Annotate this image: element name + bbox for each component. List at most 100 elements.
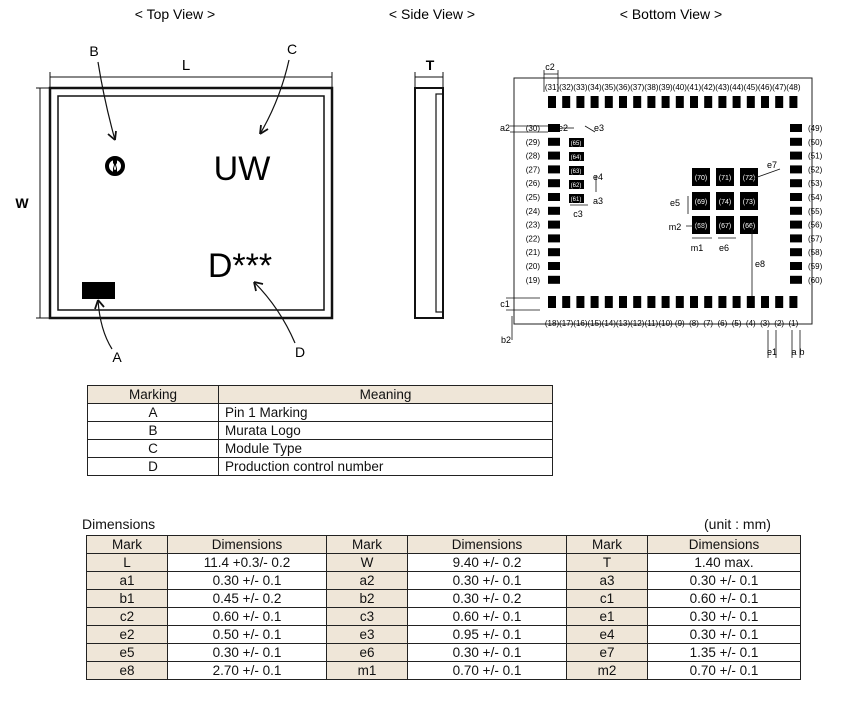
dimension-cell: 0.30 +/- 0.1 [407, 571, 567, 590]
dimension-cell: 0.30 +/- 0.1 [167, 571, 327, 590]
pin-label: (5) [732, 319, 742, 328]
pin-label: (64) [571, 155, 582, 161]
dimension-cell: 0.30 +/- 0.2 [407, 589, 567, 608]
mark-cell: a2 [326, 571, 408, 590]
inner-pad [569, 138, 584, 147]
table-row: B Murata Logo [87, 421, 553, 440]
pin-label: (47) [772, 83, 787, 92]
pad [562, 296, 571, 308]
mark-cell: e8 [86, 661, 168, 680]
pin-label: (10) [658, 319, 673, 328]
pad [790, 179, 802, 188]
dim-label-e8: e8 [755, 259, 765, 269]
pin-label: (24) [526, 207, 541, 216]
pin-label: (28) [526, 152, 541, 161]
pin-label: (20) [526, 262, 541, 271]
dim-label-a3: a3 [593, 196, 603, 206]
pin-label: (31) [545, 83, 560, 92]
pad [604, 96, 613, 108]
dim-label-e3: e3 [594, 123, 604, 133]
pad [633, 96, 642, 108]
pad [790, 193, 802, 201]
pin-label: (4) [746, 319, 756, 328]
mark-cell: e6 [326, 643, 408, 662]
dimensions-header-row: Mark Dimensions Mark Dimensions Mark Dim… [86, 535, 801, 554]
pin-label: (9) [675, 319, 685, 328]
bottom-view: (31)(32)(33)(34)(35)(36)(37)(38)(39)(40)… [500, 62, 823, 358]
marking-cell: A [87, 403, 219, 422]
center-pad [740, 216, 758, 234]
module-type-mark: UW [214, 150, 271, 188]
pad [790, 248, 802, 257]
marking-table: Marking Meaning A Pin 1 Marking B Murata… [87, 385, 553, 476]
pin-label: (68) [695, 223, 707, 230]
pin-label: (23) [526, 221, 541, 230]
pin-label: (55) [808, 207, 823, 216]
murata-logo: M [105, 156, 125, 176]
pin-label: (66) [743, 223, 755, 230]
pad [548, 179, 560, 188]
inner-pad [569, 166, 584, 175]
dimensions-col-header: Dimensions [647, 535, 801, 554]
center-pad [740, 168, 758, 186]
pin-label: (11) [645, 319, 659, 328]
mark-cell: W [326, 553, 408, 572]
mark-cell: e4 [566, 625, 648, 644]
pin-label: (16) [573, 319, 588, 328]
pad [604, 296, 613, 308]
meaning-cell: Module Type [218, 439, 553, 458]
pin-label: (1) [789, 319, 799, 328]
inner-pad [569, 194, 584, 203]
pin-label: (7) [703, 319, 713, 328]
mark-cell: e5 [86, 643, 168, 662]
dimension-cell: 0.60 +/- 0.1 [647, 589, 801, 608]
pin-label: (8) [689, 319, 699, 328]
dim-label-a2: a2 [500, 123, 510, 133]
production-number-mark: D*** [208, 247, 272, 285]
pin-label: (15) [587, 319, 602, 328]
pad [775, 96, 784, 108]
pin-label: (46) [758, 83, 773, 92]
pin-label: (41) [687, 83, 702, 92]
pad [718, 296, 727, 308]
pad [633, 296, 642, 308]
label-w: W [15, 195, 29, 211]
pad [619, 296, 627, 308]
pad [576, 296, 585, 308]
pad [548, 137, 560, 146]
unit-label: (unit : mm) [704, 516, 771, 532]
mark-cell: m2 [566, 661, 648, 680]
pad [548, 165, 560, 174]
pin-label: (33) [573, 83, 588, 92]
pin-label: (17) [559, 319, 574, 328]
center-pad [716, 168, 734, 186]
marking-cell: D [87, 457, 219, 476]
pin-label: (34) [587, 83, 602, 92]
pin-label: (14) [602, 319, 617, 328]
inner-pad [569, 180, 584, 189]
pin-label: (22) [526, 234, 541, 243]
pin-label: (72) [743, 175, 755, 182]
meaning-col-header: Meaning [218, 385, 553, 404]
pad [647, 96, 656, 108]
dimension-cell: 0.30 +/- 0.1 [407, 643, 567, 662]
pin-label: (65) [571, 141, 582, 147]
side-view [414, 72, 444, 319]
svg-text:M: M [111, 162, 119, 172]
pin-label: (60) [808, 276, 823, 285]
dim-label-c1: c1 [500, 299, 510, 309]
marking-col-header: Marking [87, 385, 219, 404]
pin-label: (13) [616, 319, 631, 328]
pin-label: (67) [719, 223, 731, 230]
pad [790, 234, 802, 243]
mark-cell: c3 [326, 607, 408, 626]
pin-label: (12) [630, 319, 645, 328]
center-pad [716, 192, 734, 210]
pad [590, 96, 599, 108]
pad [548, 96, 556, 108]
